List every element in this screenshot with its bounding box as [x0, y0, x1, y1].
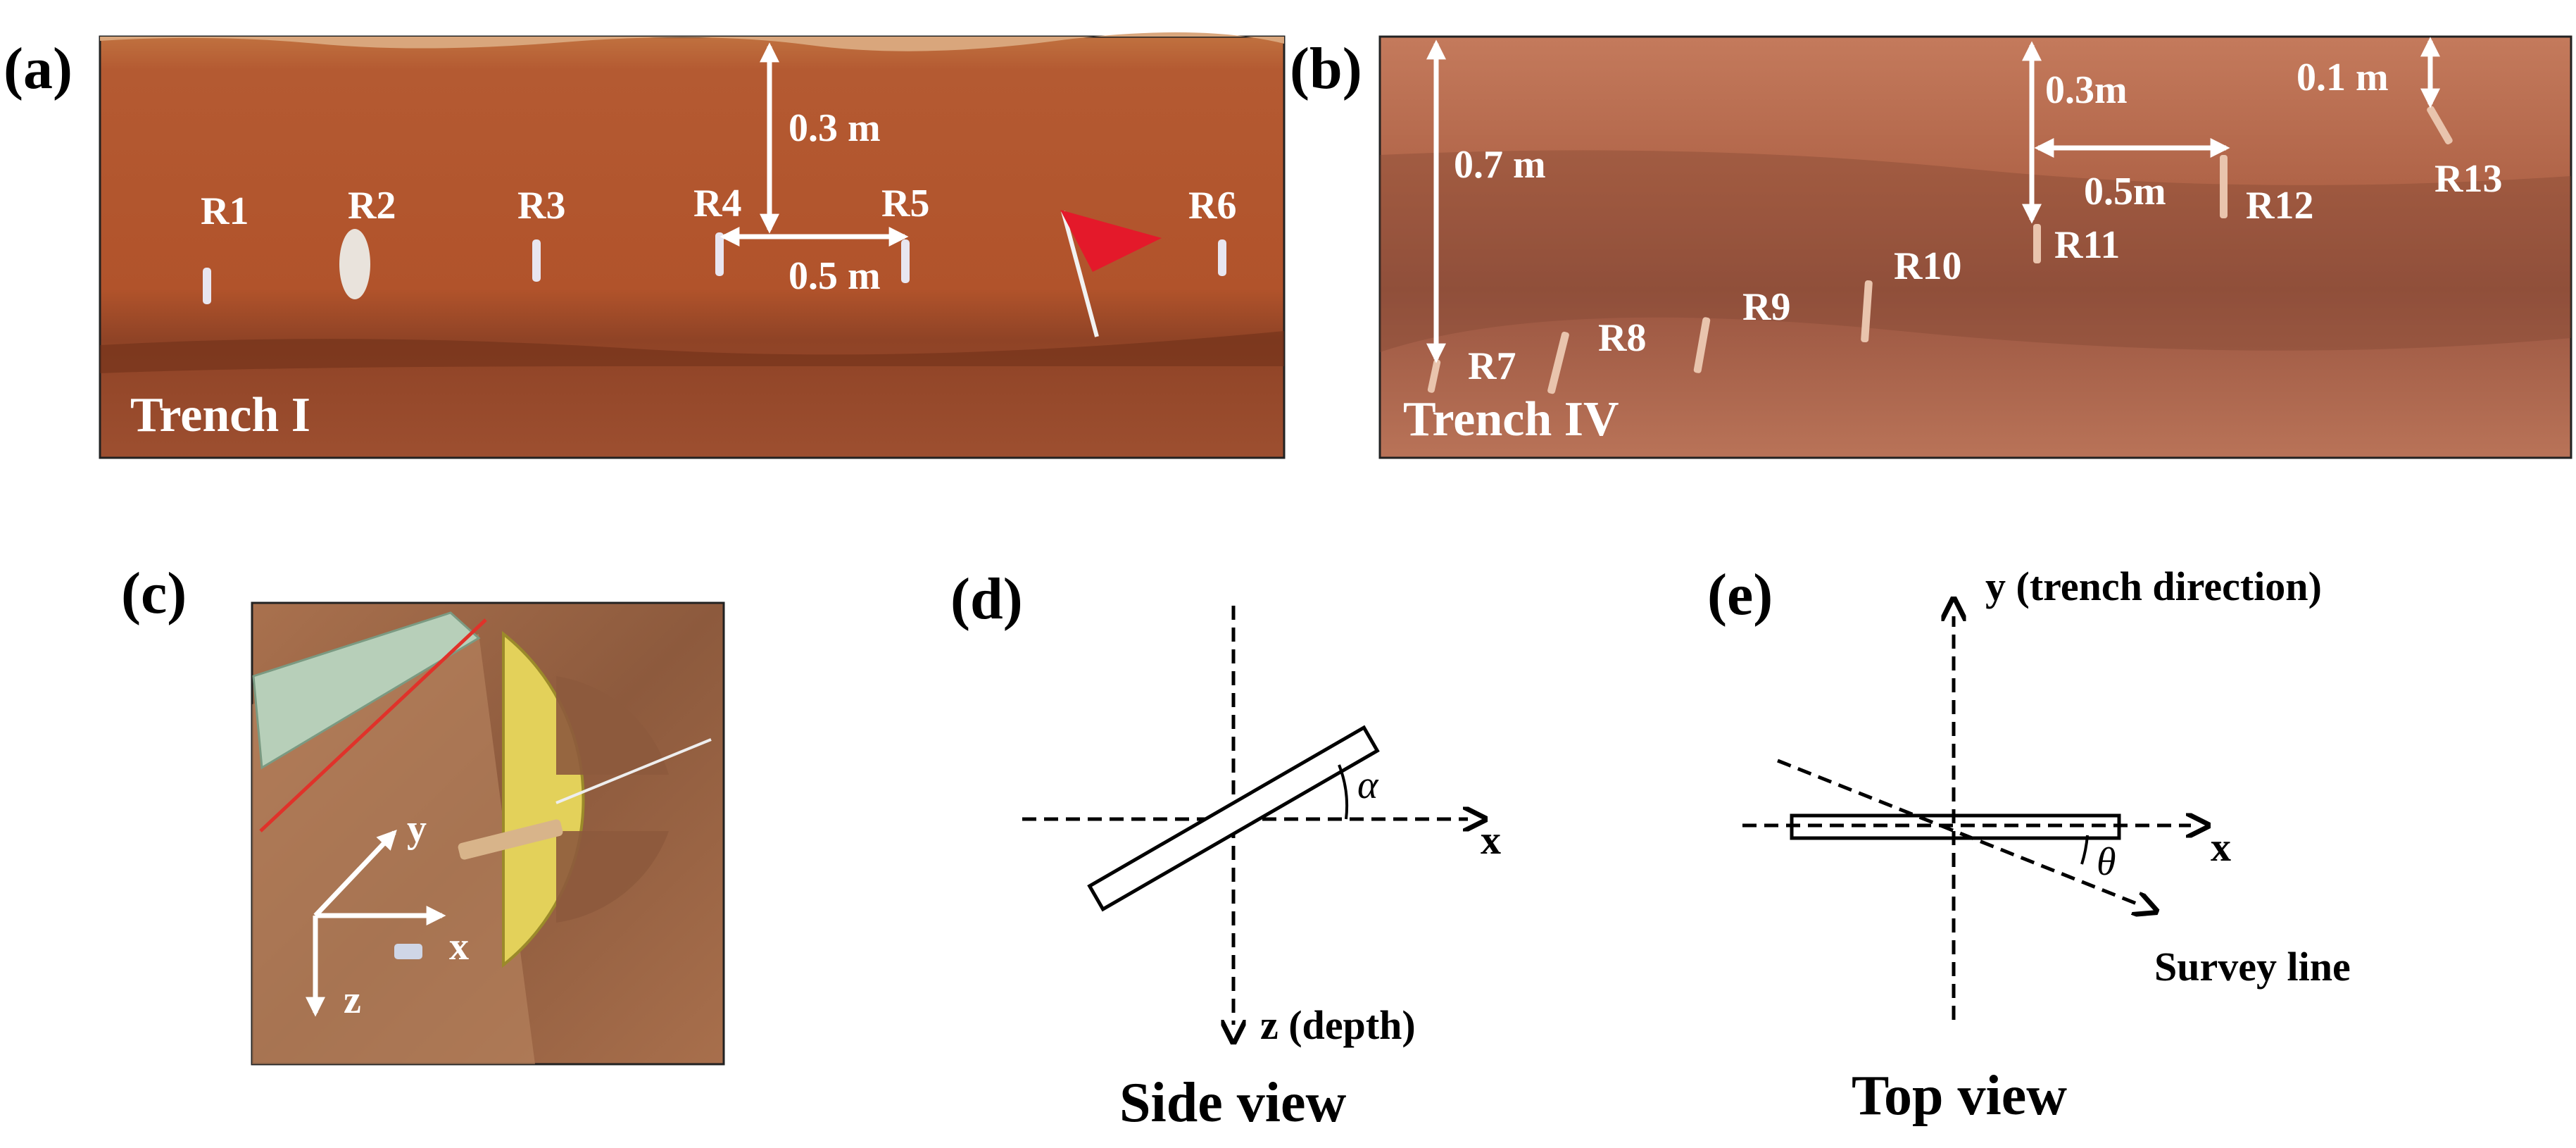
rod-label-r7: R7 — [1468, 344, 1516, 388]
trench-label-a: Trench I — [130, 388, 310, 442]
depth-label-b-left: 0.7 m — [1454, 143, 1546, 187]
panel-c: (c) y x z — [121, 561, 725, 1066]
rod-label-r6: R6 — [1188, 184, 1236, 227]
rod-r7 — [1427, 359, 1441, 393]
trench-label-b: Trench IV — [1403, 392, 1619, 447]
rod-label-r8: R8 — [1598, 316, 1646, 360]
panel-c-label: (c) — [121, 561, 187, 626]
panel-a: (a) R1 R2 R3 R4 R5 R6 0.3 m 0.5 m — [4, 32, 1286, 459]
rod-r2 — [339, 229, 370, 299]
rod-r1 — [203, 268, 211, 304]
rod-label-r11: R11 — [2054, 223, 2120, 267]
red-flag — [1060, 210, 1162, 337]
panel-a-label: (a) — [4, 36, 73, 101]
rod-label-r13: R13 — [2434, 157, 2502, 201]
panel-b-label: (b) — [1290, 36, 1362, 101]
rod-label-r10: R10 — [1894, 244, 1961, 288]
x-axis-label-d: x — [1481, 817, 1501, 863]
rod-label-r12: R12 — [2246, 184, 2313, 227]
subsoil-band — [100, 331, 1284, 373]
red-string — [259, 618, 487, 832]
theta-arc — [2080, 835, 2089, 865]
rod-tag — [394, 944, 422, 959]
rod-r13 — [2427, 106, 2453, 145]
alpha-arc — [1338, 764, 1349, 820]
spacing-label-a: 0.5 m — [788, 254, 881, 298]
survey-line-dashed — [1777, 759, 2140, 905]
trench-iv-photo — [1378, 35, 2572, 459]
rod-label-r5: R5 — [881, 182, 929, 225]
axis-arrow-y — [313, 829, 397, 918]
rod-label-r4: R4 — [693, 182, 741, 225]
alpha-symbol: α — [1357, 763, 1379, 807]
rod-r4 — [715, 232, 724, 276]
panel-e-label: (e) — [1707, 562, 1773, 628]
panel-d-label: (d) — [950, 566, 1023, 632]
survey-line-label: Survey line — [2154, 944, 2351, 990]
panel-d: (d) α x z (depth) Side view — [950, 566, 1501, 1134]
dark-soil-layer — [1380, 150, 2571, 353]
ruler — [252, 611, 481, 770]
rod-label-r9: R9 — [1742, 285, 1790, 329]
rod-r6 — [1218, 239, 1226, 276]
protractor — [502, 630, 712, 968]
axis-label-z: z — [344, 978, 361, 1022]
rod-label-r2: R2 — [348, 184, 396, 227]
z-axis-label-d: z (depth) — [1260, 1002, 1416, 1048]
depth-label-b-right: 0.1 m — [2297, 56, 2389, 99]
rod-r9 — [1693, 317, 1711, 373]
panel-e: (e) θ y (trench direction) x Survey line… — [1707, 562, 2351, 1127]
depth-label-b-mid: 0.3m — [2045, 68, 2128, 112]
grass-fringe — [100, 32, 1284, 51]
theta-symbol: θ — [2097, 840, 2116, 884]
inclined-rod — [1087, 725, 1380, 912]
x-axis-label-e: x — [2211, 824, 2231, 870]
panel-b: (b) R7 R8 R9 R10 R11 R12 R13 0.7 m 0.3m … — [1290, 35, 2572, 459]
rod-r5 — [901, 239, 910, 283]
spacing-label-b: 0.5m — [2084, 170, 2166, 213]
y-axis-label-e: y (trench direction) — [1985, 563, 2322, 609]
axis-label-y: y — [407, 807, 427, 851]
rod-r8 — [1547, 331, 1569, 394]
rod-label-r1: R1 — [201, 189, 249, 233]
top-view-caption: Top view — [1852, 1065, 2067, 1127]
rod-top-view — [1790, 813, 2121, 840]
trench-iv-rods — [1427, 106, 2453, 394]
rod-label-r3: R3 — [517, 184, 565, 227]
rod-r3 — [532, 239, 541, 282]
depth-label-a: 0.3 m — [788, 106, 881, 150]
rod-r12 — [2220, 155, 2228, 218]
side-view-caption: Side view — [1119, 1072, 1346, 1134]
measured-rod — [458, 819, 563, 860]
axis-label-x: x — [449, 925, 469, 968]
rod-r10 — [1861, 280, 1873, 343]
rod-r11 — [2033, 224, 2041, 263]
